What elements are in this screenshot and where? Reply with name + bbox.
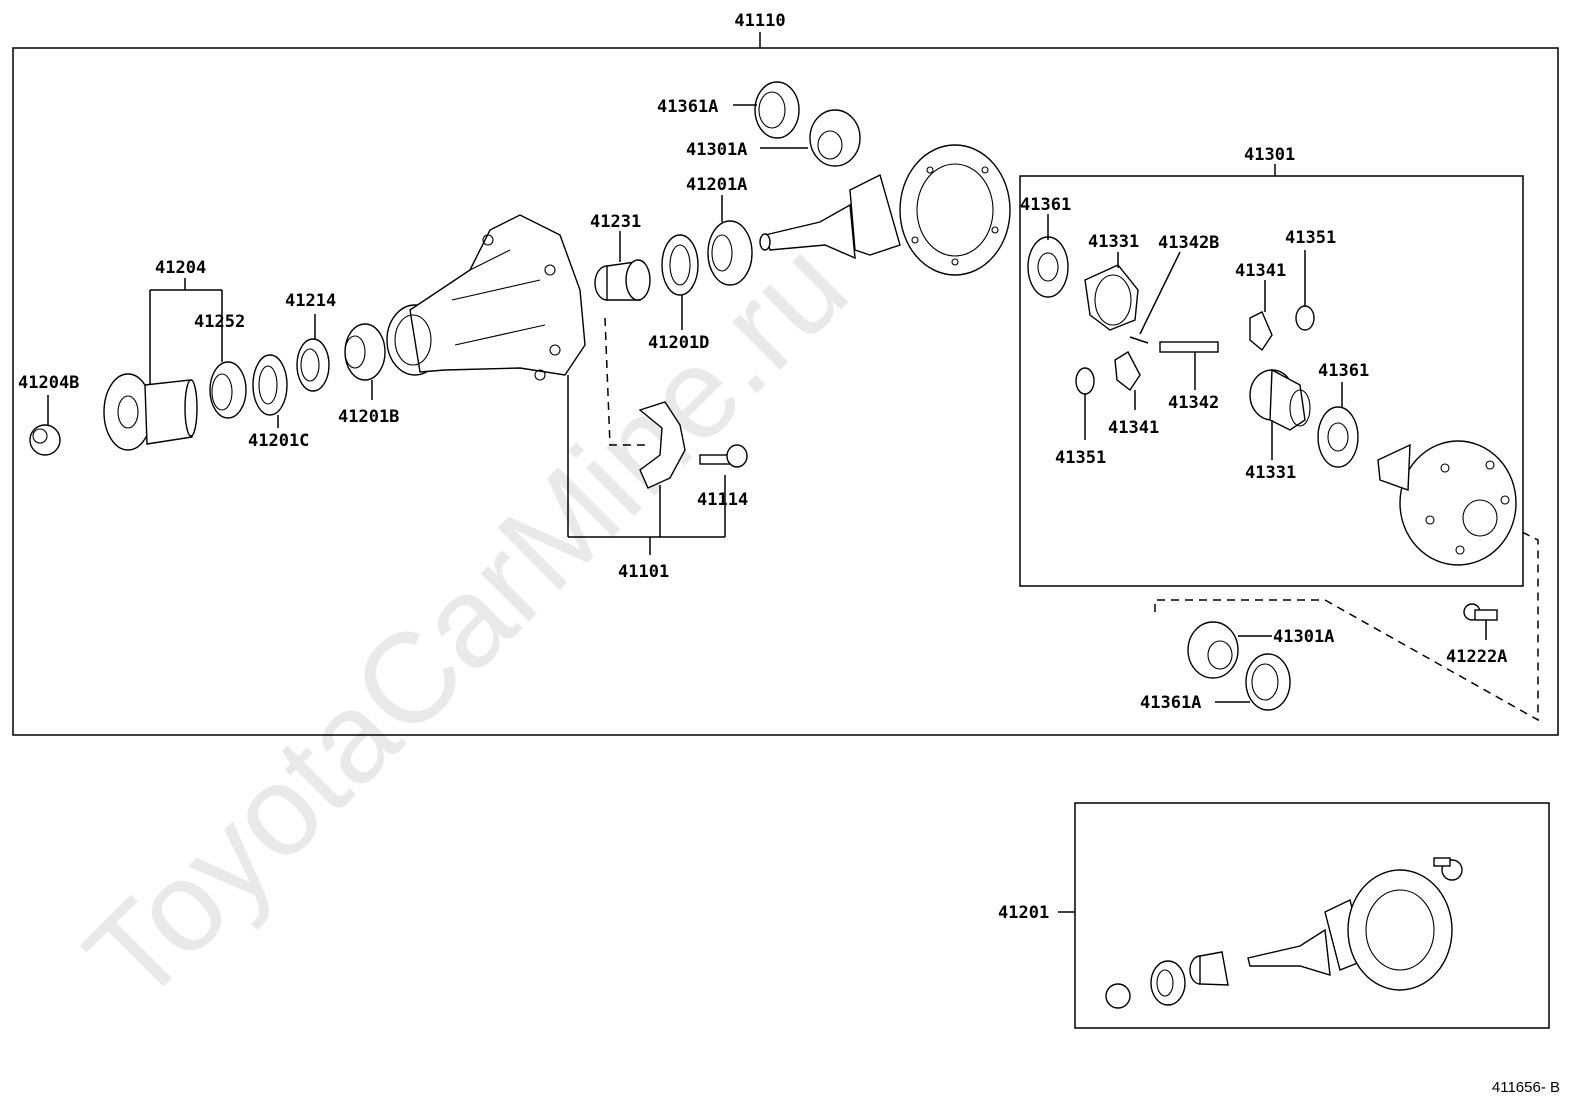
label-41201c: 41201C: [248, 431, 309, 451]
label-41214: 41214: [285, 291, 336, 311]
label-41301a-top: 41301A: [686, 140, 747, 160]
label-41204: 41204: [155, 258, 206, 278]
bearing-cap: [604, 317, 686, 489]
bearing-41301a-bottom: [1187, 621, 1272, 679]
thrust-washer-41351-a: [1295, 250, 1315, 331]
shim-41201d: [661, 234, 699, 330]
label-41342b: 41342B: [1158, 233, 1219, 253]
label-41342: 41342: [1168, 393, 1219, 413]
bearing-41201c: [252, 354, 288, 428]
label-41201a: 41201A: [686, 175, 747, 195]
spacer-41214: [296, 314, 330, 392]
deflector-41252: [209, 335, 247, 419]
bolt-41222a: [1463, 603, 1498, 640]
label-41201b: 41201B: [338, 407, 399, 427]
kit-bearing: [1150, 960, 1186, 1006]
label-41361a-bottom: 41361A: [1140, 693, 1201, 713]
collapsible-spacer-41231: [594, 231, 651, 301]
side-gear-41331-a: [1084, 252, 1139, 331]
pinion-gear-41341-a: [1249, 280, 1273, 352]
ring-pinion-kit-frame: [1074, 802, 1550, 1029]
label-41231: 41231: [590, 212, 641, 232]
shaft-41342: [1159, 341, 1219, 390]
pin-41342b: [1129, 251, 1181, 344]
label-41222a: 41222A: [1446, 647, 1507, 667]
bolt-41114: [699, 444, 748, 468]
label-41331-b: 41331: [1245, 463, 1296, 483]
differential-case-frame: [1019, 175, 1524, 587]
label-41252: 41252: [194, 312, 245, 332]
label-41301a-bottom: 41301A: [1273, 627, 1334, 647]
side-gear-41331-b: [1249, 368, 1311, 460]
kit-spacer: [1189, 951, 1229, 986]
label-41361a-top: 41361A: [657, 97, 718, 117]
nut-41204b: [29, 395, 61, 456]
label-41201: 41201: [998, 903, 1049, 923]
label-41101: 41101: [618, 562, 669, 582]
assembly-frame: [12, 47, 1559, 736]
label-41361-b: 41361: [1318, 361, 1369, 381]
washer-41361-a: [1027, 214, 1069, 298]
companion-flange-41204: [103, 278, 223, 451]
drawing-code: 411656- B: [1492, 1079, 1560, 1096]
carrier-housing-41101: [386, 214, 726, 555]
label-41341-a: 41341: [1235, 261, 1286, 281]
label-41331-a: 41331: [1088, 232, 1139, 252]
label-41301: 41301: [1244, 145, 1295, 165]
label-41204b: 41204B: [18, 373, 79, 393]
oil-seal-41361a-bottom: [1215, 653, 1291, 711]
kit-nut: [1105, 983, 1131, 1009]
washer-41361-b: [1317, 382, 1359, 468]
label-41351-b: 41351: [1055, 448, 1106, 468]
label-41201d: 41201D: [648, 333, 709, 353]
label-41351-a: 41351: [1285, 228, 1336, 248]
bearing-41201b: [344, 323, 386, 400]
pinion-gear-41341-b: [1114, 351, 1141, 410]
oil-seal-41361a-top: [733, 81, 800, 139]
label-41341-b: 41341: [1108, 418, 1159, 438]
bearing-41201a: [707, 195, 753, 286]
label-41114: 41114: [697, 490, 748, 510]
kit-ring-gear-pinion: [1247, 857, 1463, 991]
ring-gear-and-pinion: [759, 144, 1011, 276]
bearing-41301a-top: [760, 109, 861, 167]
dashed-leader: [1154, 531, 1539, 722]
label-41361-a: 41361: [1020, 195, 1071, 215]
differential-case: [1377, 440, 1517, 566]
thrust-washer-41351-b: [1075, 367, 1095, 440]
label-41110: 41110: [734, 11, 785, 31]
